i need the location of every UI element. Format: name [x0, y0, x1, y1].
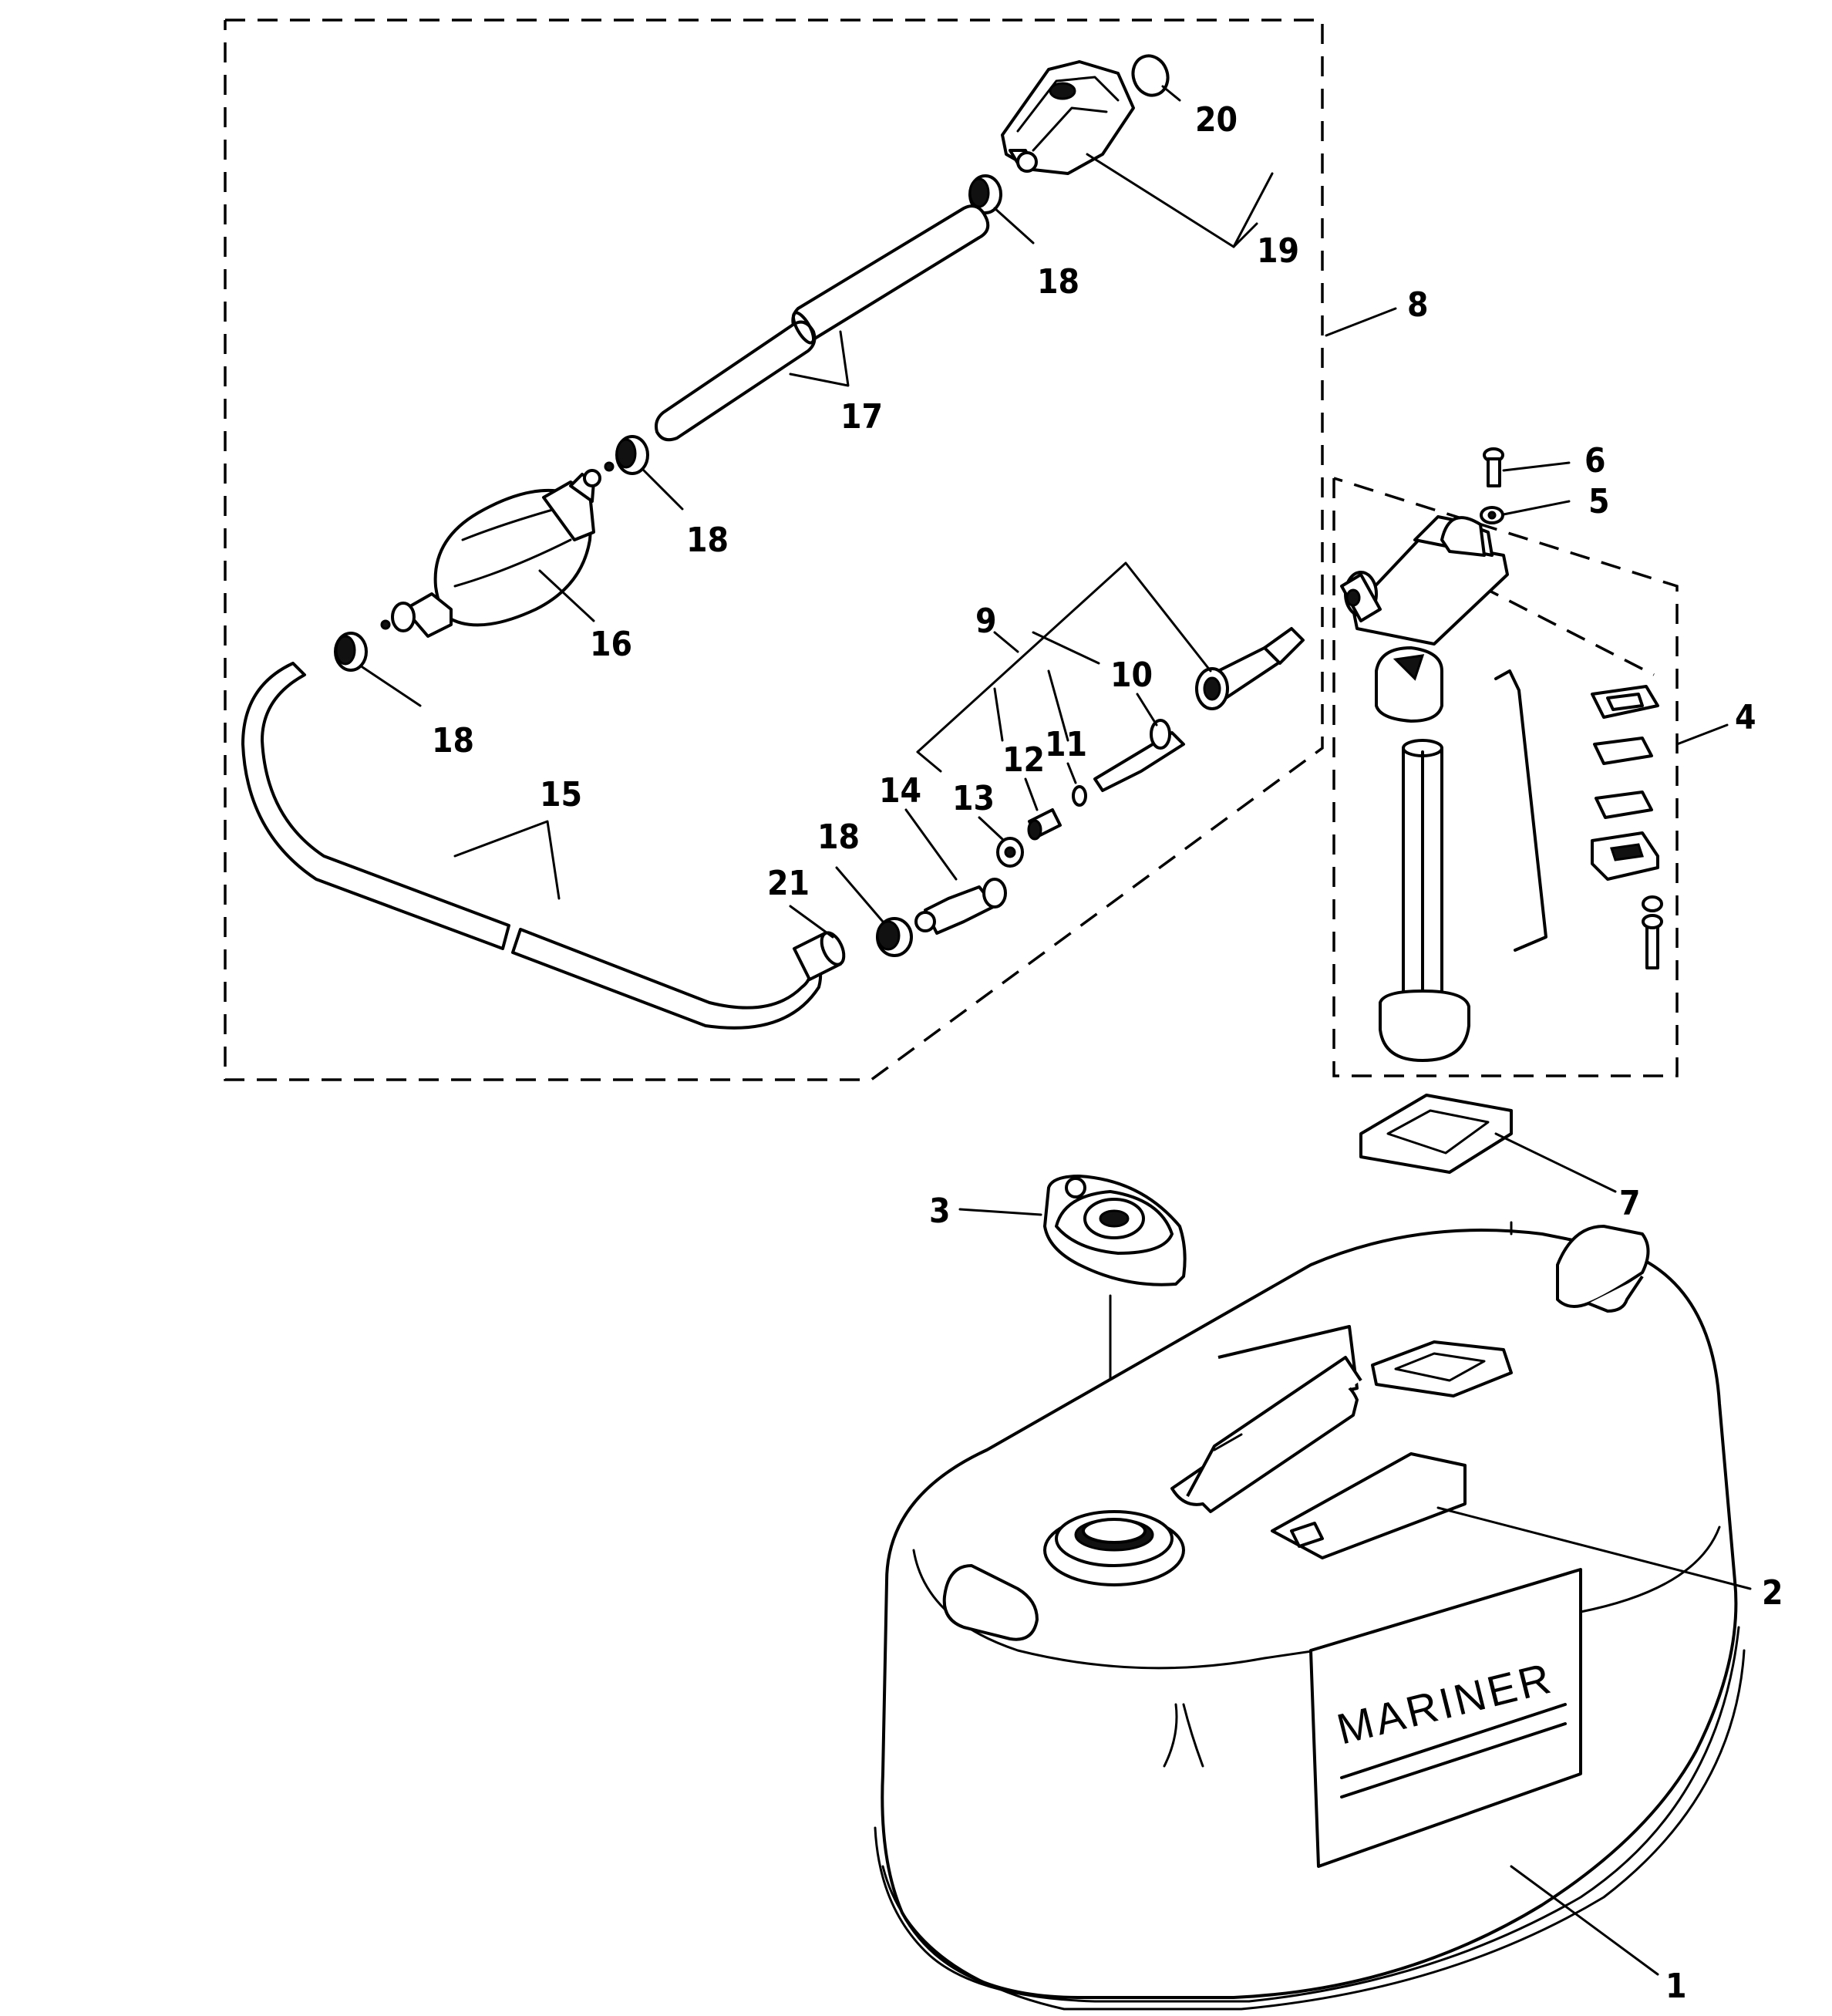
hose-clamp-18-bottom: [876, 917, 913, 957]
callout-18-left: 18: [432, 721, 474, 760]
callout-8: 8: [1407, 285, 1429, 325]
hose-clamp-18-left: [334, 632, 368, 672]
gasket-set-4: [1591, 685, 1663, 969]
tank-handle: [1170, 1356, 1362, 1513]
adapter-21: [793, 931, 846, 981]
screw-6: [1483, 447, 1504, 487]
callout-2: 2: [1762, 1573, 1783, 1613]
primer-bulb-16: [380, 461, 615, 638]
pickup-assembly-boundary: [1332, 477, 1679, 1077]
fuel-connector-19: [1001, 60, 1135, 175]
leader-lines: [361, 85, 1752, 1976]
callout-11: 11: [1045, 725, 1087, 764]
o-ring-11: [1072, 785, 1087, 807]
callout-21: 21: [767, 864, 810, 903]
fitting-14: [914, 878, 1007, 935]
callout-18-bottom: 18: [817, 818, 860, 857]
callout-10: 10: [1110, 656, 1153, 695]
callout-13: 13: [952, 779, 995, 818]
callout-4: 4: [1735, 698, 1756, 737]
gasket-plate-on-tank: [1371, 1340, 1513, 1397]
check-valve-10: [1093, 719, 1185, 792]
callout-12: 12: [1002, 740, 1045, 780]
pickup-tube: [1379, 739, 1470, 1062]
washer-13: [996, 837, 1024, 868]
callout-19: 19: [1257, 231, 1299, 271]
callout-15: 15: [540, 775, 582, 814]
fuel-hose-15: [241, 662, 823, 1030]
callout-6: 6: [1584, 441, 1606, 480]
fuel-cap-3: [1043, 1175, 1187, 1286]
vent-handle-left: [942, 1564, 1039, 1641]
callout-3: 3: [929, 1192, 951, 1231]
callout-5: 5: [1588, 482, 1610, 521]
hose-clamp-18-mid: [615, 435, 649, 475]
fitting-12: [1027, 808, 1062, 841]
o-ring-20: [1131, 54, 1170, 97]
callout-20: 20: [1195, 100, 1238, 140]
hose-clamp-18-top: [968, 174, 1002, 214]
pickup-cap: [1375, 646, 1443, 723]
callout-16: 16: [590, 625, 632, 664]
float-rod: [1494, 669, 1547, 952]
connector-9: [1195, 627, 1305, 710]
fuel-hose-17-upper: [655, 204, 990, 442]
callout-17: 17: [840, 397, 883, 437]
decal-2: [1271, 1452, 1467, 1559]
callout-14: 14: [879, 771, 921, 811]
washer-5: [1480, 506, 1504, 524]
fuel-fill-neck: [1043, 1510, 1185, 1586]
callout-18-mid: 18: [686, 521, 729, 560]
fuel-line-kit-boundary: [224, 19, 1324, 1081]
pickup-head: [1340, 515, 1509, 646]
callout-9: 9: [975, 602, 997, 641]
callout-18-top: 18: [1037, 262, 1079, 302]
callouts: 20 19 18 8 17 18 16 18 15 9 10 12 11 13 …: [432, 100, 1783, 2006]
mariner-decal: MARINER: [1309, 1568, 1582, 1868]
callout-1: 1: [1665, 1967, 1687, 2006]
callout-7: 7: [1619, 1184, 1641, 1223]
gasket-7: [1359, 1094, 1513, 1174]
